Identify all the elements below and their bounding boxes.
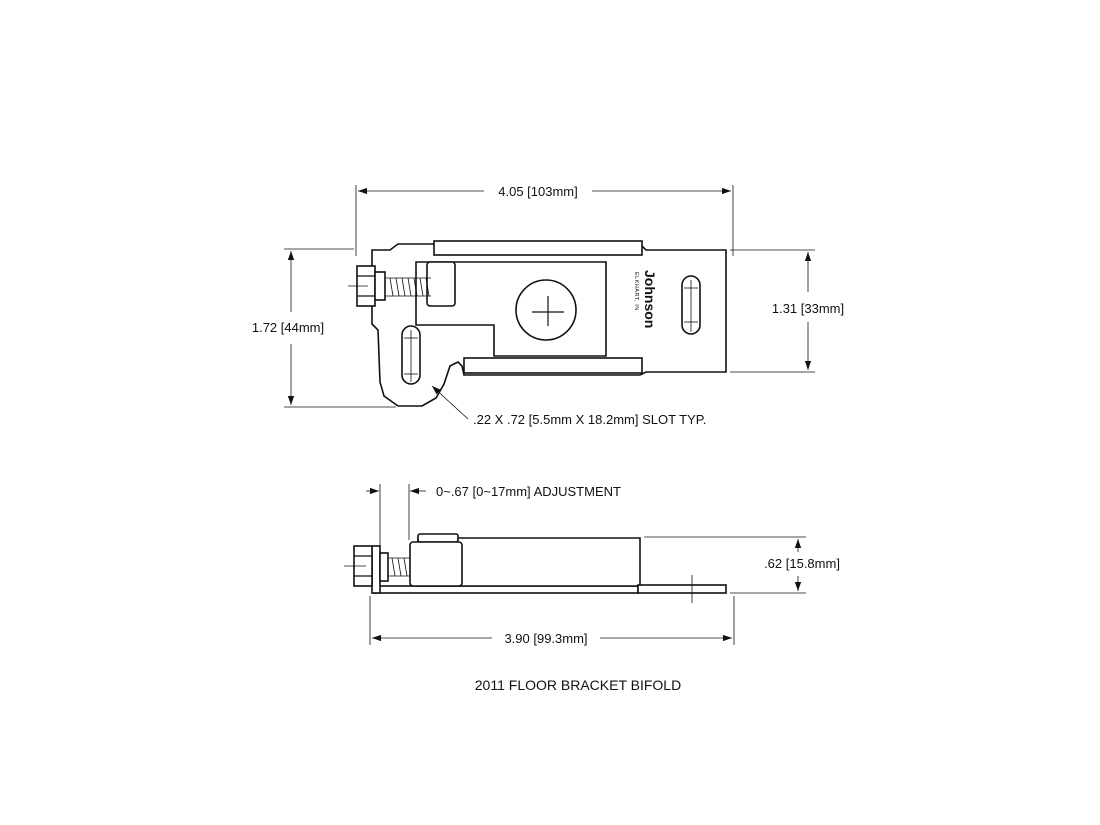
slot-note-label: .22 X .72 [5.5mm X 18.2mm] SLOT TYP. <box>473 412 706 427</box>
pivot-screw-icon <box>515 279 577 341</box>
side-bolt-nut <box>379 552 389 582</box>
dim-overall-length: 4.05 [103mm] <box>355 184 734 256</box>
side-bolt-thread <box>388 557 410 577</box>
logo-sub: ELKHART, IN <box>633 272 639 311</box>
adjustment-label: 0~.67 [0~17mm] ADJUSTMENT <box>436 484 621 499</box>
logo-main: Johnson <box>642 270 658 328</box>
side-height-label: .62 [15.8mm] <box>764 556 840 571</box>
slot-callout: .22 X .72 [5.5mm X 18.2mm] SLOT TYP. <box>431 385 706 427</box>
top-nub <box>417 533 459 543</box>
bolt-nut <box>374 271 386 301</box>
base-plate <box>373 585 639 594</box>
overall-length-label: 4.05 [103mm] <box>498 184 578 199</box>
dim-adjustment: 0~.67 [0~17mm] ADJUSTMENT <box>366 484 621 548</box>
dim-side-height: .62 [15.8mm] <box>644 536 840 594</box>
dim-overall-height: 1.72 [44mm] <box>252 248 396 408</box>
dim-plate-height: 1.31 [33mm] <box>730 249 844 373</box>
dim-side-length: 3.90 [99.3mm] <box>369 596 735 646</box>
flange <box>637 584 727 594</box>
top-view: Johnson ELKHART, IN 4.05 [103mm] 1.72 [4… <box>252 184 844 427</box>
plate-height-label: 1.31 [33mm] <box>772 301 844 316</box>
drawing-title: 2011 FLOOR BRACKET BIFOLD <box>475 677 681 693</box>
johnson-logo: Johnson ELKHART, IN <box>633 270 658 328</box>
carriage-block <box>409 541 463 587</box>
bolt-thread <box>385 277 431 297</box>
overall-height-label: 1.72 [44mm] <box>252 320 324 335</box>
side-view: 0~.67 [0~17mm] ADJUSTMENT .62 [15.8mm] 3… <box>344 484 840 646</box>
lower-rail <box>463 357 643 374</box>
pivot-block <box>426 261 456 307</box>
upright <box>371 545 381 594</box>
side-length-label: 3.90 [99.3mm] <box>504 631 587 646</box>
upper-rail <box>433 240 643 256</box>
